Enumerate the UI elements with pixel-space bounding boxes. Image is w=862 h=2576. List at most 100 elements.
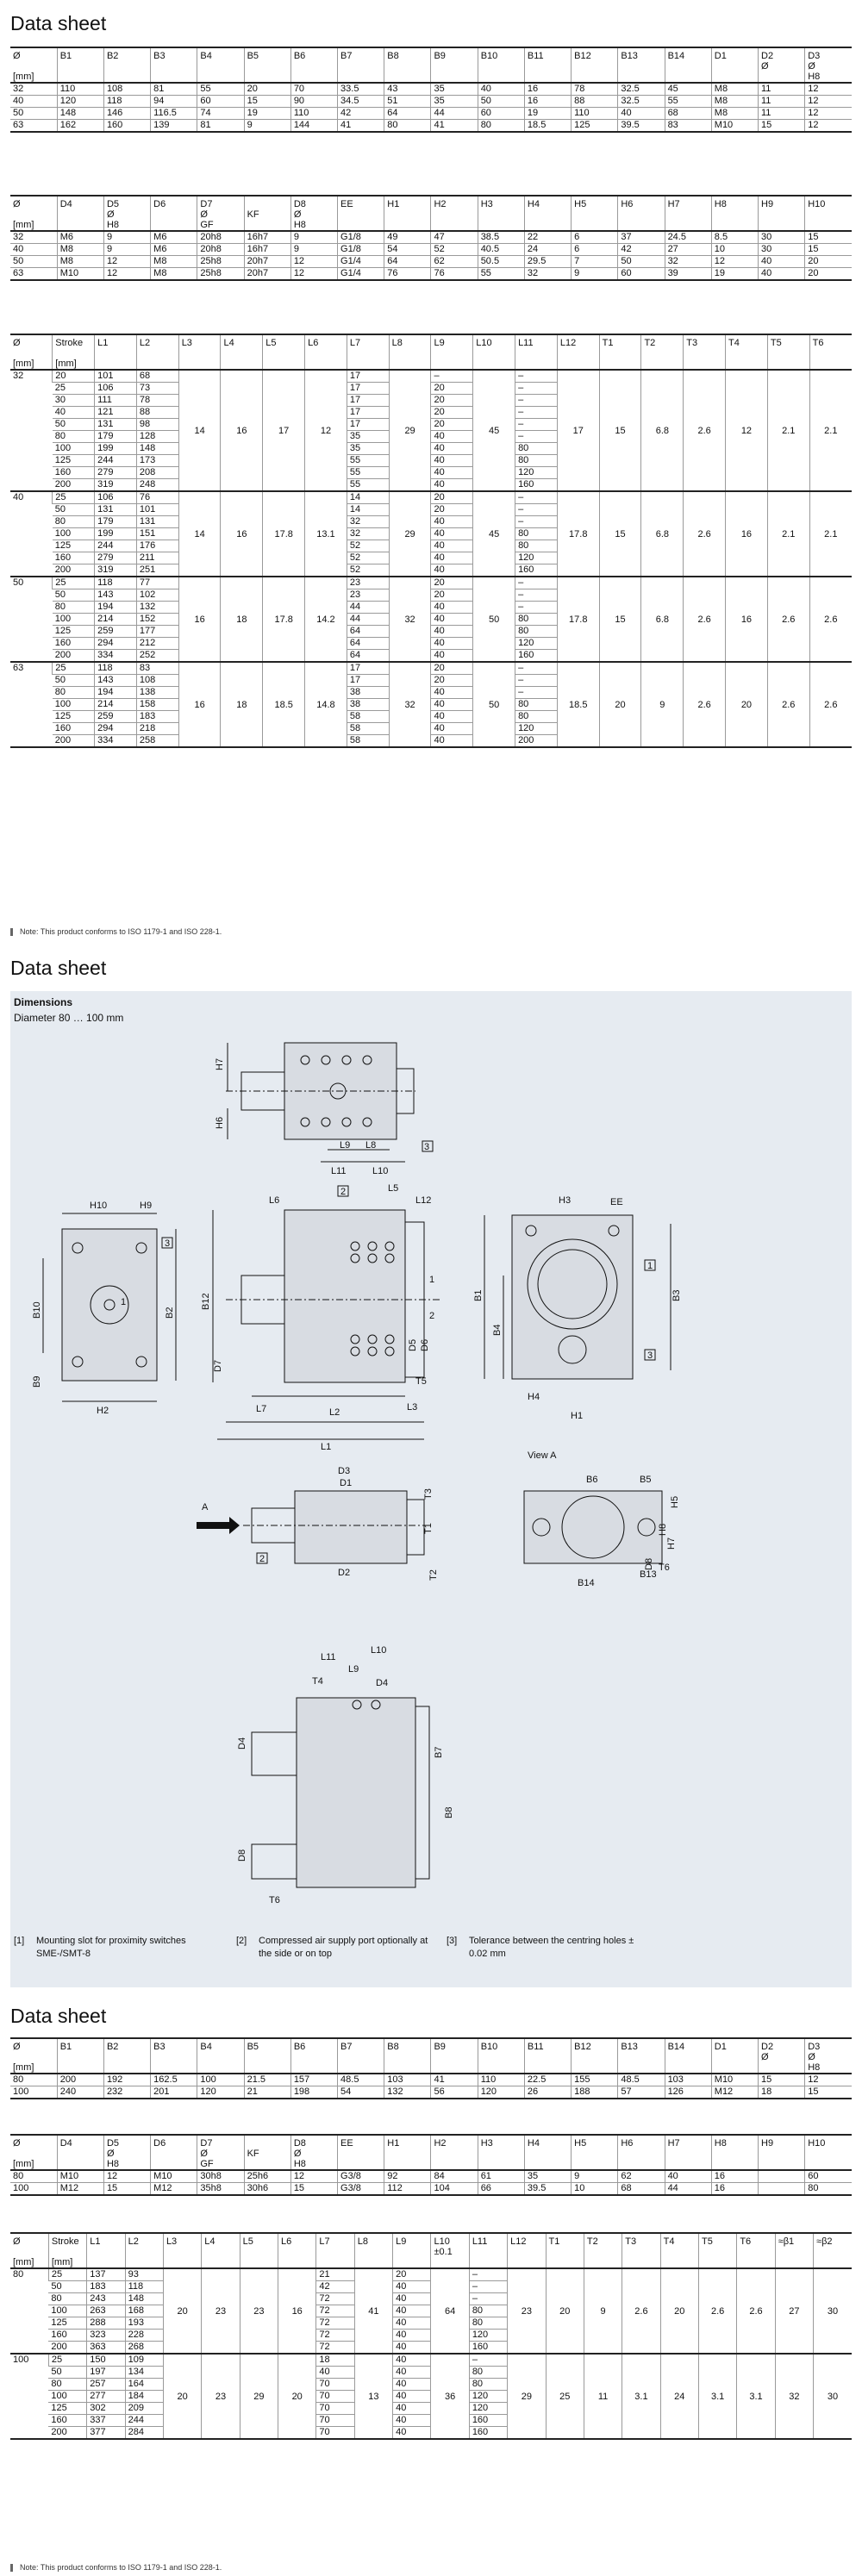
svg-text:B8: B8 — [444, 1807, 454, 1818]
table-cell: 294 — [94, 722, 137, 735]
column-header-label: T1 — [602, 338, 614, 348]
column-header-sub — [668, 2149, 709, 2159]
table-cell: 160 — [468, 2341, 508, 2355]
column-header: H10 — [804, 2135, 852, 2171]
column-header-sub — [625, 2247, 657, 2257]
column-header-label: B13 — [621, 51, 638, 61]
column-header-unit — [265, 359, 302, 368]
column-header: B4 — [197, 47, 245, 84]
merged-cell: 45 — [472, 491, 515, 577]
legend-text: Compressed air supply port optionally at… — [259, 1936, 428, 1959]
table-cell: 363 — [86, 2341, 126, 2355]
column-header: ≈β2 — [813, 2233, 852, 2269]
table-cell: 70 — [315, 2414, 355, 2427]
table-cell: 160 — [52, 552, 95, 564]
table-cell: M10 — [150, 2170, 197, 2183]
column-header-sub — [350, 348, 386, 359]
column-header-unit — [668, 2159, 709, 2168]
table-cell: 40 — [430, 540, 473, 552]
table-cell: 139 — [150, 119, 197, 133]
column-header-label: L3 — [181, 338, 192, 348]
column-header: D1 — [710, 47, 759, 84]
column-header: B10 — [477, 2038, 525, 2074]
column-header-sub — [340, 61, 381, 72]
column-header-unit — [319, 2257, 351, 2267]
table-cell: 64 — [346, 649, 390, 663]
column-header: L4 — [220, 334, 263, 371]
column-header-unit: [mm] — [55, 359, 77, 369]
table-cell: 323 — [86, 2329, 126, 2342]
table-cell: 179 — [94, 430, 137, 443]
column-header-sub — [434, 2052, 474, 2062]
merged-cell: 2.6 — [766, 662, 810, 748]
table-cell: 244 — [94, 540, 137, 552]
merged-cell: 20 — [659, 2268, 699, 2355]
column-header-sub: Ø — [808, 61, 815, 72]
column-header: H9 — [757, 196, 805, 232]
svg-text:D2: D2 — [338, 1568, 350, 1578]
table-cell: – — [515, 662, 558, 675]
column-header-unit — [434, 2257, 465, 2267]
table-cell: 20 — [243, 83, 291, 96]
column-header: L11 — [468, 2233, 508, 2269]
column-header-unit — [715, 2062, 755, 2072]
table-header-row: Ø [mm]B1 B2 B3 B4 B5 B6 B7 B8 B9 B10 B11… — [10, 2038, 852, 2074]
svg-text:B14: B14 — [578, 1578, 595, 1588]
table-cell: 20 — [430, 394, 473, 407]
merged-cell: 18 — [220, 577, 263, 663]
table-cell: 17 — [346, 382, 390, 395]
svg-text:3: 3 — [424, 1142, 429, 1152]
column-header: T2 — [583, 2233, 622, 2269]
column-header: H4 — [523, 2135, 572, 2171]
column-header-sub — [587, 2247, 619, 2257]
column-header: L5 — [262, 334, 305, 371]
column-header: B5 — [243, 47, 291, 84]
table-cell: M8 — [56, 255, 104, 268]
column-header-label: T2 — [644, 338, 656, 348]
dimensions-table-3a: Ø [mm]B1 B2 B3 B4 B5 B6 B7 B8 B9 B10 B11… — [10, 2037, 852, 2099]
table-cell: 32.5 — [617, 83, 665, 96]
column-header-label: B14 — [667, 2042, 685, 2052]
table-cell: 80 — [477, 119, 525, 133]
column-header: B7 — [337, 47, 384, 84]
table-cell: 40 — [392, 2426, 431, 2440]
table-cell: 58 — [346, 722, 390, 735]
column-header-unit — [107, 2062, 147, 2072]
column-header-unit — [243, 2257, 275, 2267]
table-cell: M10 — [710, 2074, 759, 2086]
column-header-label: L11 — [518, 338, 534, 348]
column-header-unit — [518, 359, 554, 368]
column-header: B3 — [150, 47, 197, 84]
table-cell: 40 — [757, 267, 805, 281]
merged-cell: 14 — [178, 370, 221, 492]
column-header: D4 — [56, 2135, 104, 2171]
table-cell: 32 — [346, 527, 390, 540]
column-header: L11 — [515, 334, 558, 371]
table-cell: 12 — [290, 255, 338, 268]
column-header-sub — [560, 348, 597, 359]
svg-text:B12: B12 — [201, 1293, 211, 1310]
table-cell: 63 — [10, 119, 58, 133]
table-cell: 200 — [52, 649, 95, 663]
column-header: H9 — [757, 2135, 805, 2171]
table-header-row: Ø [mm]Stroke [mm]L1 L2 L3 L4 L5 L6 L7 L8… — [10, 334, 852, 371]
column-header-sub: Ø — [106, 2149, 115, 2159]
table-cell: M8 — [150, 267, 197, 281]
column-header: H7 — [664, 196, 712, 232]
column-header-unit — [808, 2159, 849, 2168]
column-header-sub: Ø — [293, 2149, 302, 2159]
column-header-sub — [771, 348, 807, 359]
svg-text:L11: L11 — [331, 1166, 347, 1176]
merged-cell: 17.8 — [262, 577, 305, 663]
merged-cell: 16 — [220, 491, 263, 577]
column-header-label: B1 — [59, 51, 72, 61]
svg-text:B1: B1 — [473, 1290, 484, 1301]
column-header: T4 — [659, 2233, 699, 2269]
svg-text:D7: D7 — [213, 1360, 223, 1372]
table-cell: 40 — [392, 2317, 431, 2330]
column-header: B2 — [103, 47, 151, 84]
table-cell: 118 — [103, 95, 151, 108]
table-cell: 143 — [94, 674, 137, 687]
